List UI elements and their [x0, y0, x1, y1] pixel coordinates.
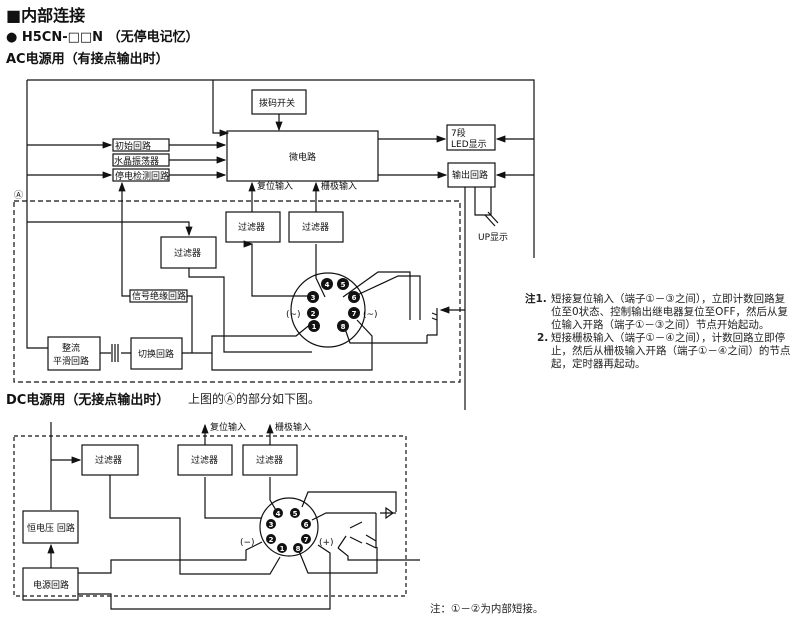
filter-gate-box: [288, 211, 344, 243]
pin-label: 7: [352, 310, 357, 318]
dc-section-subtitle: 上图的Ⓐ的部分如下图。: [188, 392, 321, 406]
ac-pin-5: [337, 278, 349, 290]
signal-isolation-label: 信号绝缘回路: [132, 290, 186, 302]
pin-label: 5: [341, 281, 346, 289]
crystal-osc-label: 水晶振荡器: [114, 155, 159, 167]
pin-label: 3: [269, 521, 274, 529]
model-heading: ● H5CN-□□N （无停电记忆）: [6, 30, 199, 45]
ac-pin-8: [337, 320, 349, 332]
filter-label: 过滤器: [174, 247, 201, 259]
pin-label: 7: [304, 536, 309, 544]
note-number: 2.: [537, 332, 549, 344]
pin-label: 2: [311, 310, 316, 318]
dc-note: 注：①－②为内部短接。: [430, 603, 544, 615]
pin-label: 3: [311, 294, 316, 302]
const-voltage-box: [22, 510, 79, 544]
pin-label: 2: [269, 536, 274, 544]
ac-pin-1: [308, 320, 320, 332]
output-circuit-box: [447, 162, 496, 188]
socket-ring: [290, 272, 366, 348]
dc-pin-6: [301, 519, 311, 529]
dc-pin-8: [293, 543, 303, 553]
pin-label: 4: [325, 281, 330, 289]
power-circuit-label: 电源回路: [33, 579, 69, 591]
rectifier-label-1: 整流: [62, 342, 80, 354]
ac-section-heading: AC电源用（有接点输出时）: [6, 52, 169, 67]
ac-mark-right: (~): [363, 310, 378, 320]
dc-pin-2: [266, 534, 276, 544]
const-voltage-label: 恒电压 回路: [27, 522, 75, 534]
dc-pin-5: [290, 508, 300, 518]
pin-label: 6: [304, 521, 309, 529]
filter-label: 过滤器: [256, 454, 283, 466]
filter-label: 过滤器: [302, 221, 329, 233]
pin-label: 5: [293, 510, 298, 518]
init-circuit-label: 初始回路: [115, 140, 151, 152]
reset-input-label: 复位输入: [257, 180, 293, 192]
ac-pin-3: [307, 291, 319, 303]
pin-label: 8: [341, 323, 346, 331]
pin-label: 1: [280, 545, 285, 553]
ac-pin-4: [321, 278, 333, 290]
pin-label: 4: [276, 510, 281, 518]
pin-label: 1: [312, 323, 317, 331]
dc-pin-7: [301, 534, 311, 544]
ac-pins: [266, 278, 360, 553]
dc-minus-label: (−): [240, 538, 255, 548]
ac-pin-6: [348, 291, 360, 303]
region-a-box: [13, 200, 461, 383]
ac-top-bus: [27, 79, 535, 258]
note-number: 注1.: [525, 293, 547, 305]
region-a-mark: Ⓐ: [14, 190, 23, 201]
pin-label: 6: [352, 294, 357, 302]
note-text: 短接复位输入（端子①－③之间），立即计数回路复位至0状态、控制输出继电器复位至O…: [551, 293, 789, 331]
note-text: 短接栅极输入（端子①－④之间），计数回路立即停止，然后从栅极输入开路（端子①－④…: [551, 332, 791, 370]
led-display-label-1: 7段: [451, 127, 466, 139]
dip-switch-label: 拨码开关: [259, 97, 295, 109]
filter-label: 过滤器: [95, 454, 122, 466]
ac-pin-7: [348, 307, 360, 319]
pin-label: 8: [296, 545, 301, 553]
up-display-label: UP显示: [478, 232, 508, 243]
led-display-box: [446, 124, 496, 151]
dc-reset-input-label: 复位输入: [210, 421, 246, 433]
filter-label: 过滤器: [191, 454, 218, 466]
dc-gate-input-label: 栅极输入: [275, 421, 311, 433]
dc-pin-1: [277, 543, 287, 553]
ac-pin-2: [307, 307, 319, 319]
output-circuit-label: 输出回路: [452, 169, 488, 181]
region-dc-box: [13, 435, 407, 597]
dc-section-heading: DC电源用（无接点输出时）: [6, 393, 170, 408]
power-fail-label: 停电检测回路: [115, 170, 169, 182]
dc-socket-ring: [259, 497, 319, 557]
gate-input-label: 栅极输入: [321, 180, 357, 192]
note-item: 注1. 短接复位输入（端子①－③之间），立即计数回路复位至0状态、控制输出继电器…: [525, 293, 795, 332]
dc-pin-4: [273, 508, 283, 518]
ac-notes: 注1. 短接复位输入（端子①－③之间），立即计数回路复位至0状态、控制输出继电器…: [525, 293, 795, 371]
ac-left-bus: [26, 80, 48, 349]
led-display-label-2: LED显示: [451, 139, 487, 150]
filter-label: 过滤器: [238, 221, 265, 233]
rectifier-label-2: 平滑回路: [53, 355, 89, 367]
ac-mark-left: (~): [286, 310, 301, 320]
microcircuit-label: 微电路: [289, 151, 316, 163]
page-title: ■内部连接: [6, 6, 86, 25]
dc-pin-3: [266, 519, 276, 529]
filter-reset-box: [225, 211, 281, 243]
note-item: 2. 短接栅极输入（端子①－④之间），计数回路立即停止，然后从栅极输入开路（端子…: [525, 332, 795, 371]
microcircuit-box: [226, 130, 379, 182]
switch-circuit-label: 切换回路: [138, 348, 174, 360]
dc-plus-label: (+): [319, 538, 334, 548]
